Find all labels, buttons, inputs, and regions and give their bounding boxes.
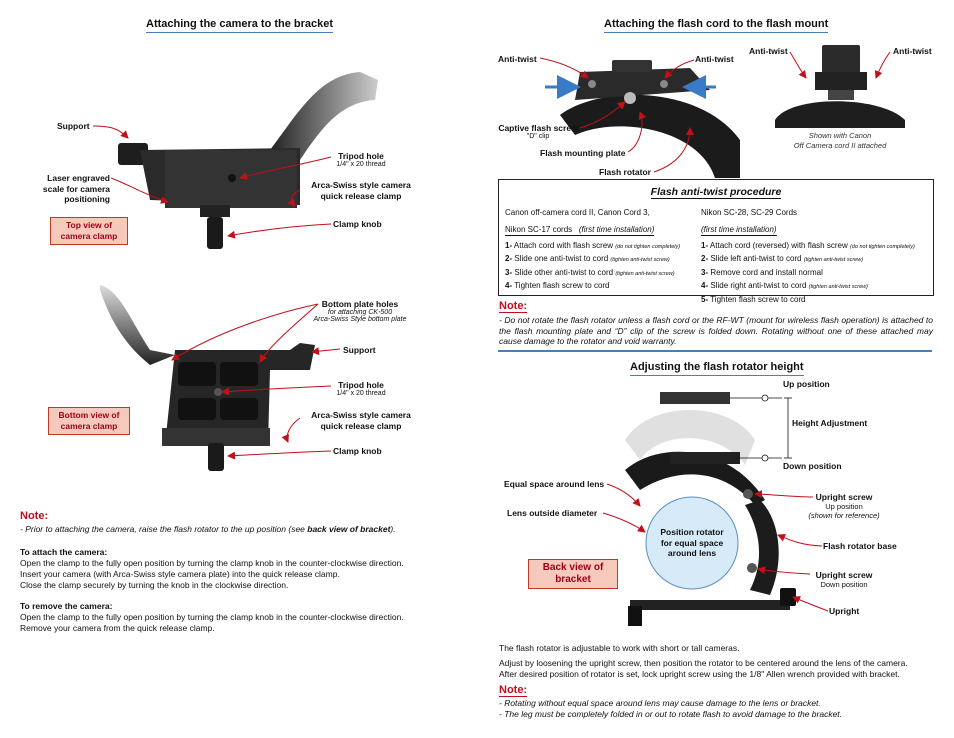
bottom-view-clamp-photo	[100, 285, 315, 471]
label-arca-clamp-top: Arca-Swiss style camera quick release cl…	[311, 180, 411, 201]
label-flash-rotator: Flash rotator	[599, 167, 651, 177]
procedure-step: 3- Slide other anti-twist to cord (tight…	[505, 267, 675, 277]
tripod-hole-bottom-title: Tripod hole	[338, 380, 384, 390]
bottom-view-caption-box: Bottom view of camera clamp	[48, 407, 130, 435]
back-view-bracket-photo	[625, 392, 796, 626]
top-view-caption-box: Top view of camera clamp	[50, 217, 128, 245]
procedure-step: 1- Attach cord (reversed) with flash scr…	[701, 240, 915, 250]
label-down-position: Down position	[783, 461, 842, 471]
para-adjust-instructions: Adjust by loosening the upright screw, t…	[499, 658, 908, 679]
label-support-bottom: Support	[343, 345, 376, 355]
tripod-hole-sub: 1/4" x 20 thread	[336, 161, 386, 168]
label-arca-clamp-bottom: Arca-Swiss style camera quick release cl…	[311, 410, 411, 431]
label-bottom-plate-holes: Bottom plate holes for attaching CK-500 …	[306, 299, 414, 323]
attach-step-1: Open the clamp to the fully open positio…	[20, 558, 404, 568]
bottom-plate-sub1: for attaching CK-500	[327, 309, 393, 316]
top-view-clamp-photo	[118, 72, 378, 249]
anti-twist-procedure-box: Flash anti-twist procedure Canon off-cam…	[498, 179, 934, 304]
label-laser-scale: Laser engraved scale for camera position…	[42, 173, 110, 204]
upright-screw-up-sub2: (shown for reference)	[808, 511, 880, 520]
procedure-step: 1- Attach cord with flash screw (do not …	[505, 240, 681, 250]
label-up-position: Up position	[783, 379, 830, 389]
back-view-arrows	[602, 483, 829, 612]
tripod-hole-title: Tripod hole	[338, 151, 384, 161]
label-flash-rotator-base: Flash rotator base	[823, 541, 897, 551]
procedure-step: 5- Tighten flash screw to cord	[701, 294, 806, 304]
label-support-top: Support	[57, 121, 90, 131]
proc-right-header-2: (first time installation)	[701, 224, 777, 236]
label-tripod-hole-bottom: Tripod hole 1/4" x 20 thread	[330, 380, 392, 397]
procedure-step: 4- Tighten flash screw to cord	[505, 281, 610, 290]
note-title-left: Note:	[20, 510, 49, 522]
label-height-adjustment: Height Adjustment	[792, 418, 868, 428]
label-position-rotator: Position rotator for equal space around …	[660, 527, 724, 558]
section-title-flash-cord: Attaching the flash cord to the flash mo…	[604, 18, 829, 33]
tripod-hole-bottom-sub: 1/4" x 20 thread	[336, 390, 386, 397]
proc-right-header-1: Nikon SC-28, SC-29 Cords	[701, 208, 798, 217]
note-title-flash: Note:	[499, 300, 528, 313]
procedure-step: 4- Slide right anti-twist to cord (tight…	[701, 281, 868, 290]
note-text-rotator: - Rotating without equal space around le…	[499, 698, 843, 719]
remove-instructions: To remove the camera: Open the clamp to …	[20, 601, 456, 634]
label-anti-twist-left: Anti-twist	[498, 54, 537, 64]
remove-title: To remove the camera:	[20, 601, 113, 611]
captive-screw-sub: "D" clip	[526, 133, 550, 140]
section-title-rotator-height: Adjusting the flash rotator height	[630, 361, 804, 376]
procedure-step: 2- Slide one anti-twist to cord (tighten…	[505, 254, 670, 263]
upright-screw-down-title: Upright screw	[815, 570, 873, 580]
proc-left-header-1: Canon off-camera cord II, Canon Cord 3,	[505, 208, 650, 217]
label-upright: Upright	[829, 606, 860, 616]
label-anti-twist-left-2: Anti-twist	[749, 46, 788, 56]
label-tripod-hole-top: Tripod hole 1/4" x 20 thread	[330, 151, 392, 168]
proc-right-steps: 1- Attach cord (reversed) with flash scr…	[701, 240, 931, 308]
bottom-plate-holes-title: Bottom plate holes	[321, 299, 399, 309]
label-anti-twist-right: Anti-twist	[695, 54, 734, 64]
label-clamp-knob-top: Clamp knob	[333, 219, 382, 229]
label-lens-diameter: Lens outside diameter	[507, 508, 598, 518]
para-adjustable: The flash rotator is adjustable to work …	[499, 643, 740, 653]
section-divider	[498, 350, 932, 352]
label-captive-screw: Captive flash screw "D" clip	[496, 123, 580, 140]
label-upright-screw-up: Upright screw Up position (shown for ref…	[804, 492, 884, 520]
remove-step-1: Open the clamp to the fully open positio…	[20, 612, 404, 622]
flash-mount-cord-photo	[775, 45, 905, 128]
attach-step-2: Insert your camera (with Arca-Swiss styl…	[20, 569, 340, 579]
note-title-rotator: Note:	[499, 684, 528, 697]
label-clamp-knob-bottom: Clamp knob	[333, 446, 382, 456]
attach-title: To attach the camera:	[20, 547, 108, 557]
bottom-plate-sub2: Arca-Swiss Style bottom plate	[313, 316, 407, 323]
label-anti-twist-right-2: Anti-twist	[893, 46, 932, 56]
procedure-right-col: Nikon SC-28, SC-29 Cords (first time ins…	[701, 207, 931, 307]
remove-step-2: Remove your camera from the quick releas…	[20, 623, 215, 633]
note-line-left: - Prior to attaching the camera, raise t…	[20, 524, 396, 534]
procedure-step: 2- Slide left anti-twist to cord (tighte…	[701, 254, 864, 263]
upright-screw-down-sub: Down position	[820, 580, 868, 589]
upright-screw-up-sub1: Up position	[825, 502, 863, 511]
proc-left-header-2: Nikon SC-17 cords (first time installati…	[505, 224, 655, 236]
attach-step-3: Close the clamp securely by turning the …	[20, 580, 289, 590]
left-leader-arrows	[92, 125, 341, 460]
label-flash-mounting-plate: Flash mounting plate	[540, 148, 626, 158]
height-leaders	[730, 394, 792, 462]
label-equal-space: Equal space around lens	[504, 479, 605, 489]
procedure-step: 3- Remove cord and install normal	[701, 267, 823, 277]
attach-instructions: To attach the camera: Open the clamp to …	[20, 547, 456, 591]
back-view-caption-box: Back view of bracket	[528, 559, 618, 589]
proc-left-steps: 1- Attach cord with flash screw (do not …	[505, 240, 705, 294]
upright-screw-up-title: Upright screw	[815, 492, 873, 502]
flash-mount-photo	[560, 60, 740, 178]
procedure-left-col: Canon off-camera cord II, Canon Cord 3, …	[505, 207, 705, 294]
label-upright-screw-down: Upright screw Down position	[806, 570, 882, 589]
procedure-title: Flash anti-twist procedure	[650, 186, 782, 199]
section-title-attach-camera: Attaching the camera to the bracket	[146, 18, 334, 33]
anti-twist-arrows	[539, 57, 716, 173]
lens-circle	[645, 496, 739, 590]
note-text-flash: - Do not rotate the flash rotator unless…	[499, 315, 933, 346]
captive-screw-title: Captive flash screw	[498, 123, 578, 133]
